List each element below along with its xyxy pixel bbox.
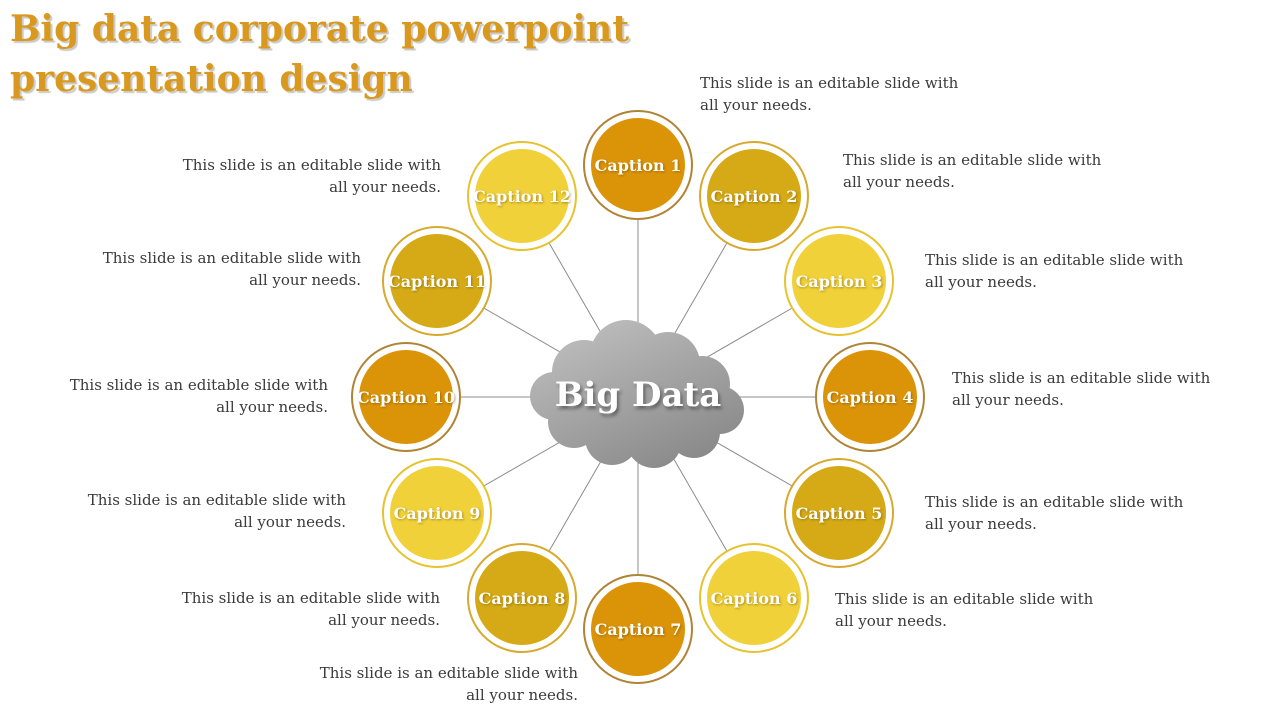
description-line: This slide is an editable slide with xyxy=(102,249,361,267)
caption-2-label: Caption 2 xyxy=(710,186,798,206)
caption-6-circle: Caption 6 xyxy=(699,543,809,653)
description-line: all your needs. xyxy=(328,611,440,629)
caption-12-fill: Caption 12 xyxy=(473,149,571,243)
caption-7-label: Caption 7 xyxy=(594,619,682,639)
caption-9-description: This slide is an editable slide with all … xyxy=(56,489,346,533)
caption-9-fill: Caption 9 xyxy=(390,466,484,560)
description-line: This slide is an editable slide with xyxy=(87,491,346,509)
caption-1-label: Caption 1 xyxy=(594,155,682,175)
description-line: This slide is an editable slide with xyxy=(319,664,578,682)
caption-6-fill: Caption 6 xyxy=(707,551,801,645)
caption-12-description: This slide is an editable slide with all … xyxy=(151,154,441,198)
caption-2-fill: Caption 2 xyxy=(707,149,801,243)
caption-3-label: Caption 3 xyxy=(795,271,883,291)
slide-title: Big data corporate powerpoint presentati… xyxy=(10,8,629,100)
description-line: all your needs. xyxy=(925,515,1037,533)
description-line: all your needs. xyxy=(234,513,346,531)
caption-5-label: Caption 5 xyxy=(795,503,883,523)
caption-10-fill: Caption 10 xyxy=(357,350,455,444)
hub-title: Big Data xyxy=(554,375,722,415)
description-line: This slide is an editable slide with xyxy=(181,589,440,607)
caption-10-label: Caption 10 xyxy=(357,387,455,407)
caption-11-label: Caption 11 xyxy=(388,271,486,291)
caption-8-fill: Caption 8 xyxy=(475,551,569,645)
caption-4-fill: Caption 4 xyxy=(823,350,917,444)
caption-8-description: This slide is an editable slide with all … xyxy=(150,587,440,631)
caption-1-circle: Caption 1 xyxy=(583,110,693,220)
caption-12-circle: Caption 12 xyxy=(467,141,577,251)
caption-10-circle: Caption 10 xyxy=(351,342,461,452)
caption-4-circle: Caption 4 xyxy=(815,342,925,452)
description-line: This slide is an editable slide with xyxy=(925,251,1184,269)
description-line: This slide is an editable slide with xyxy=(952,369,1211,387)
caption-11-description: This slide is an editable slide with all … xyxy=(71,247,361,291)
caption-5-description: This slide is an editable slide with all … xyxy=(925,491,1215,535)
description-line: all your needs. xyxy=(835,612,947,630)
description-line: This slide is an editable slide with xyxy=(843,151,1102,169)
caption-12-label: Caption 12 xyxy=(473,186,571,206)
caption-4-description: This slide is an editable slide with all … xyxy=(952,367,1242,411)
caption-5-fill: Caption 5 xyxy=(792,466,886,560)
description-line: all your needs. xyxy=(216,398,328,416)
caption-7-circle: Caption 7 xyxy=(583,574,693,684)
description-line: This slide is an editable slide with xyxy=(925,493,1184,511)
description-line: all your needs. xyxy=(700,96,812,114)
caption-11-circle: Caption 11 xyxy=(382,226,492,336)
description-line: This slide is an editable slide with xyxy=(835,590,1094,608)
caption-1-fill: Caption 1 xyxy=(591,118,685,212)
caption-5-circle: Caption 5 xyxy=(784,458,894,568)
description-line: all your needs. xyxy=(952,391,1064,409)
caption-9-circle: Caption 9 xyxy=(382,458,492,568)
caption-4-label: Caption 4 xyxy=(826,387,914,407)
caption-9-label: Caption 9 xyxy=(393,503,481,523)
caption-6-label: Caption 6 xyxy=(710,588,798,608)
caption-6-description: This slide is an editable slide with all … xyxy=(835,588,1125,632)
description-line: all your needs. xyxy=(329,178,441,196)
caption-8-circle: Caption 8 xyxy=(467,543,577,653)
description-line: all your needs. xyxy=(249,271,361,289)
caption-1-description: This slide is an editable slide with all … xyxy=(700,72,990,116)
caption-3-fill: Caption 3 xyxy=(792,234,886,328)
caption-2-circle: Caption 2 xyxy=(699,141,809,251)
caption-11-fill: Caption 11 xyxy=(388,234,486,328)
description-line: all your needs. xyxy=(843,173,955,191)
description-line: all your needs. xyxy=(466,686,578,704)
description-line: This slide is an editable slide with xyxy=(700,74,959,92)
caption-10-description: This slide is an editable slide with all … xyxy=(38,374,328,418)
caption-3-description: This slide is an editable slide with all … xyxy=(925,249,1215,293)
caption-7-description: This slide is an editable slide with all … xyxy=(288,662,578,706)
caption-2-description: This slide is an editable slide with all … xyxy=(843,149,1133,193)
caption-3-circle: Caption 3 xyxy=(784,226,894,336)
description-line: This slide is an editable slide with xyxy=(182,156,441,174)
description-line: all your needs. xyxy=(925,273,1037,291)
caption-8-label: Caption 8 xyxy=(478,588,566,608)
cloud-shape xyxy=(530,320,744,468)
caption-7-fill: Caption 7 xyxy=(591,582,685,676)
description-line: This slide is an editable slide with xyxy=(69,376,328,394)
